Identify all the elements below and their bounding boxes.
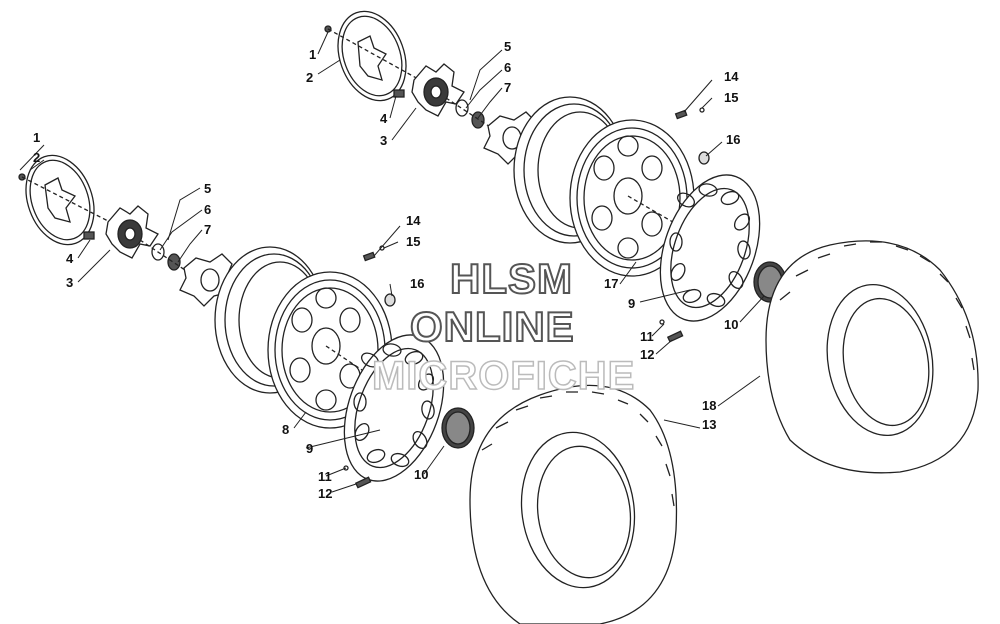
callout-left-10: 10 [414,467,429,482]
tire-front [469,384,678,624]
bolt-left [343,465,372,489]
watermark-line-1: HLSM [449,255,573,302]
callout-left-15: 15 [406,234,421,249]
bolt-right [659,319,684,343]
callout-right-10: 10 [724,317,739,332]
callout-left-5: 5 [204,181,212,196]
callout-right-17: 17 [604,276,619,291]
valve-stem-left [362,245,396,307]
callout-right-12: 12 [640,347,655,362]
watermark-line-2: ONLINE [409,303,575,350]
callout-left-3: 3 [66,275,74,290]
callout-left-8: 8 [282,422,290,437]
beadlock-ring-left [343,334,445,482]
callout-left-16: 16 [410,276,425,291]
hub-left [83,205,159,259]
leader-lines [19,31,765,493]
callout-right-15: 15 [724,90,739,105]
callout-left-1: 1 [33,130,41,145]
callout-left-4: 4 [66,251,74,266]
callout-left-6: 6 [204,202,212,217]
callout-right-9: 9 [628,296,636,311]
callout-left-14: 14 [406,213,421,228]
callout-tire-18: 18 [702,398,717,413]
brake-disc-right [324,10,421,102]
beadlock-ring-right [659,174,761,322]
center-cap-left [441,407,475,449]
callout-left-11: 11 [318,469,332,484]
callout-left-7: 7 [204,222,212,237]
callout-right-4: 4 [380,111,388,126]
callout-right-6: 6 [504,60,512,75]
callout-right-2: 2 [306,70,314,85]
wheel-rim-right [513,96,695,277]
callout-left-2: 2 [33,150,41,165]
callout-tire-13: 13 [702,417,717,432]
callout-right-1: 1 [309,47,317,62]
watermark-line-3: MICROFICHE [371,354,636,398]
callout-right-3: 3 [380,133,388,148]
callout-right-16: 16 [726,132,741,147]
callout-right-5: 5 [504,39,512,54]
callout-right-11: 11 [640,329,654,344]
callout-left-9: 9 [306,441,314,456]
hub-right [393,63,465,117]
brake-disc-left [18,154,111,246]
callout-right-7: 7 [504,80,512,95]
callout-right-14: 14 [724,69,739,84]
callout-left-12: 12 [318,486,333,501]
tire-rear [765,240,979,474]
